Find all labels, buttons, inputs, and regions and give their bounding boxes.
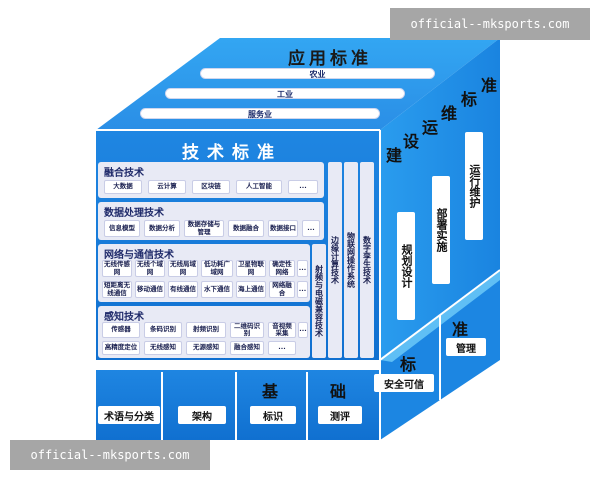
tech-standard-title: 技术标准 (182, 143, 282, 163)
layer-fusion-tech: 融合技术 大数据 云计算 区块链 人工智能 ... (98, 162, 324, 198)
item-terminology: 术语与分类 (98, 406, 160, 424)
cell: 音视频采集 (268, 322, 296, 338)
base-front-face (96, 368, 380, 440)
cell: 二维码识别 (230, 322, 264, 338)
cell: 大数据 (104, 180, 142, 194)
diag-char: 运 (422, 118, 440, 137)
diag-char: 标 (461, 90, 479, 109)
item-identification: 标识 (250, 406, 296, 424)
item-architecture: 架构 (178, 406, 226, 424)
cell: 无源感知 (186, 341, 226, 355)
diag-char: 设 (403, 132, 421, 151)
cell: 数据接口 (268, 220, 298, 237)
cell: 条码识别 (144, 322, 182, 338)
base-char: 基 (262, 382, 280, 401)
diag-char: 维 (441, 104, 459, 123)
band-industry: 工业 (165, 88, 405, 99)
item-planning-design: 规划设计 (397, 212, 415, 320)
item-operation-maintenance: 运行维护 (465, 132, 483, 240)
cell: ... (297, 260, 308, 277)
cell: 人工智能 (236, 180, 282, 194)
cell: 融合感知 (230, 341, 264, 355)
diag-char: 建 (386, 146, 404, 165)
cell: 数据分析 (144, 220, 180, 237)
cell: 高精度定位 (102, 341, 140, 355)
watermark-bottom: official--mksports.com (10, 440, 210, 470)
cell: 信息模型 (104, 220, 140, 237)
cell: ... (268, 341, 296, 355)
layer-sensing-tech: 感知技术 传感器 条码识别 射频识别 二维码识别 音视频采集 ... 高精度定位… (98, 306, 310, 358)
lower-right-char: 准 (452, 320, 470, 339)
cell: ... (297, 281, 308, 298)
layer-title: 数据处理技术 (104, 208, 164, 219)
cell: 无线个域网 (135, 260, 165, 277)
cell: ... (288, 180, 318, 194)
layer-title: 融合技术 (104, 168, 144, 179)
cell: 水下通信 (201, 281, 233, 298)
cell: 无线局域网 (168, 260, 198, 277)
cell: 网络融合 (269, 281, 295, 298)
application-standard-title: 应用标准 (288, 49, 372, 69)
cell: 区块链 (192, 180, 230, 194)
item-management: 管理 (446, 338, 486, 356)
column-iot-os: 物联网操作系统 (344, 162, 358, 358)
base-char: 础 (330, 382, 348, 401)
watermark-top: official--mksports.com (390, 8, 590, 40)
layer-title: 网络与通信技术 (104, 250, 174, 261)
cell: 数据存储与管理 (184, 220, 224, 237)
band-services: 服务业 (140, 108, 380, 119)
cell: 有线通信 (168, 281, 198, 298)
top-face (96, 38, 500, 130)
cell: 卫星物联网 (236, 260, 266, 277)
cell: ... (298, 322, 308, 338)
item-deployment: 部署实施 (432, 176, 450, 284)
cell: 数据融合 (228, 220, 264, 237)
item-security-trust: 安全可信 (374, 374, 434, 392)
item-evaluation: 测评 (318, 406, 362, 424)
cell: 传感器 (102, 322, 140, 338)
column-edge-computing: 边缘计算技术 (328, 162, 342, 358)
cell: 确定性网络 (269, 260, 295, 277)
band-agriculture: 农业 (200, 68, 435, 79)
column-digital-twin: 数字孪生技术 (360, 162, 374, 358)
lower-right-char: 标 (400, 355, 418, 374)
cell: 云计算 (148, 180, 186, 194)
diag-char: 准 (481, 76, 499, 95)
cell: 射频识别 (186, 322, 226, 338)
layer-data-processing: 数据处理技术 信息模型 数据分析 数据存储与管理 数据融合 数据接口 ... (98, 202, 324, 240)
cell: 移动通信 (135, 281, 165, 298)
cell: 无线感知 (144, 341, 182, 355)
layer-title: 感知技术 (104, 312, 144, 323)
cell: 海上通信 (236, 281, 266, 298)
cell: ... (302, 220, 320, 237)
cell: 无线传感网 (102, 260, 132, 277)
layer-network-communication: 网络与通信技术 无线传感网 无线个域网 无线局域网 低功耗广域网 卫星物联网 确… (98, 244, 310, 302)
cell: 低功耗广域网 (201, 260, 233, 277)
cell: 短距离无线通信 (102, 281, 132, 298)
column-rf-emc: 射频与电磁兼容技术 (312, 244, 326, 358)
